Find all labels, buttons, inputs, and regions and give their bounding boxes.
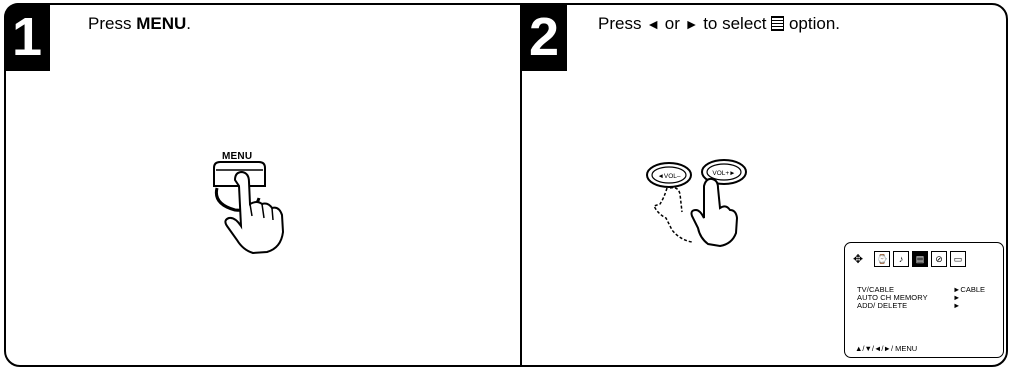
onscreen-menu-icon-bar: ✥ ⌚ ♪ ▤ ⊘ ▭ [853,251,966,267]
right-arrow-icon: ► [685,16,699,32]
step-2-text-or: or [660,14,685,33]
onscreen-menu: ✥ ⌚ ♪ ▤ ⊘ ▭ TV/CABLE ►CABLE AUTO CH MEMO… [844,242,1004,358]
step-2-text-prefix: Press [598,14,646,33]
step-2-number: 2 [521,3,567,71]
setup-icon: ▤ [912,251,928,267]
step-1-text-bold: MENU [136,14,186,33]
caption-icon: ▭ [950,251,966,267]
step-1-instruction: Press MENU. [88,14,191,34]
menu-button-press-illustration [205,160,315,260]
volume-buttons-press-illustration: ◄VOL– VOL+► [642,158,762,250]
left-arrow-icon: ◄ [646,16,660,32]
picture-icon: ♪ [893,251,909,267]
osd-row-add-delete: ADD/ DELETE [857,301,907,310]
step-1-text-prefix: Press [88,14,136,33]
timer-icon: ⌚ [874,251,890,267]
step-2-instruction: Press ◄ or ► to select option. [598,14,840,34]
step-1-text-suffix: . [186,14,191,33]
step-2-text-suffix: to select [698,14,771,33]
lock-icon: ⊘ [931,251,947,267]
step-1-number: 1 [4,3,50,71]
vol-minus-label: ◄VOL– [657,173,680,180]
four-way-arrow-icon: ✥ [853,253,863,265]
osd-value-add-delete: ► [953,301,960,310]
osd-footer-navigation: ▲/▼/◄/►/ MENU [855,344,917,353]
step-2-text-end: option. [784,14,840,33]
setup-option-icon [771,16,784,31]
vol-plus-label: VOL+► [712,170,735,177]
